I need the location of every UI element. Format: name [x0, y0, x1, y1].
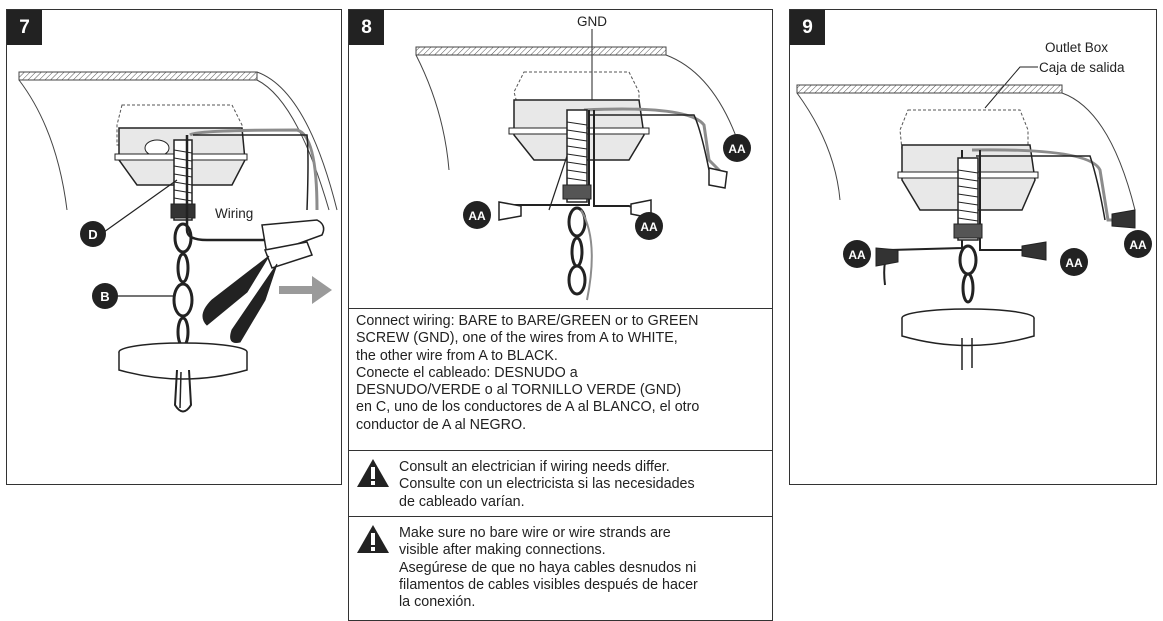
callout-aa-top: AA: [723, 134, 751, 162]
wire-nut-top: [1111, 209, 1136, 229]
callout-aa-right: AA: [635, 212, 663, 240]
outlet-box-label: Outlet Box: [1045, 40, 1108, 55]
callout-aa-right: AA: [1060, 248, 1088, 276]
warning-text-2: Make sure no bare wire or wire strands a…: [399, 525, 698, 611]
divider: [349, 308, 772, 309]
svg-text:B: B: [100, 289, 109, 304]
callout-aa-left: AA: [843, 240, 871, 268]
svg-text:AA: AA: [848, 248, 866, 262]
gnd-label: GND: [577, 14, 607, 29]
chain: [567, 206, 587, 296]
svg-text:AA: AA: [1065, 256, 1083, 270]
warning-text-1: Consult an electrician if wiring needs d…: [399, 459, 695, 510]
svg-text:AA: AA: [468, 209, 486, 223]
wire-nut-left: [498, 201, 522, 221]
callout-aa-top: AA: [1124, 230, 1152, 258]
warning-icon: [357, 459, 389, 487]
ceiling: [796, 84, 1136, 211]
step-8-number: 8: [349, 10, 384, 45]
divider: [349, 450, 772, 451]
wire-nut-right: [1021, 241, 1047, 261]
svg-text:AA: AA: [1129, 238, 1147, 252]
svg-text:AA: AA: [728, 142, 746, 156]
chain: [958, 244, 978, 304]
callout-aa-left: AA: [463, 201, 491, 229]
svg-text:AA: AA: [640, 220, 658, 234]
wiring-label: Wiring: [215, 206, 253, 221]
callout-b: [92, 283, 118, 309]
svg-text:D: D: [88, 227, 97, 242]
ceiling: [415, 46, 745, 171]
step-9-illustration: Outlet Box Caja de salida: [796, 40, 1152, 370]
step-8-illustration: GND: [415, 14, 751, 301]
chain: [172, 222, 194, 348]
outlet-box-label-es: Caja de salida: [1039, 60, 1125, 75]
wire-nut-top: [708, 167, 728, 189]
wire-stripper-tool: [202, 219, 325, 343]
rod-nut: [170, 203, 196, 219]
step-9-number: 9: [790, 10, 825, 45]
warning-icon: [357, 525, 389, 553]
instruction-text: Connect wiring: BARE to BARE/GREEN or to…: [356, 313, 700, 433]
gray-wire: [189, 128, 319, 211]
step-7-number: 7: [7, 10, 42, 45]
direction-arrow: [279, 276, 332, 304]
step-7-illustration: Wiring D B: [18, 71, 338, 413]
step-7-panel: 7: [6, 9, 342, 485]
wire-nut-left: [875, 247, 899, 267]
step-9-panel: 9 Outlet Box Caja de salida: [789, 9, 1157, 485]
divider: [349, 516, 772, 517]
canopy: [901, 308, 1035, 370]
callout-d: [80, 221, 106, 247]
canopy: [118, 342, 248, 413]
step-8-panel: 8 GND: [348, 9, 773, 621]
ceiling: [18, 71, 338, 211]
